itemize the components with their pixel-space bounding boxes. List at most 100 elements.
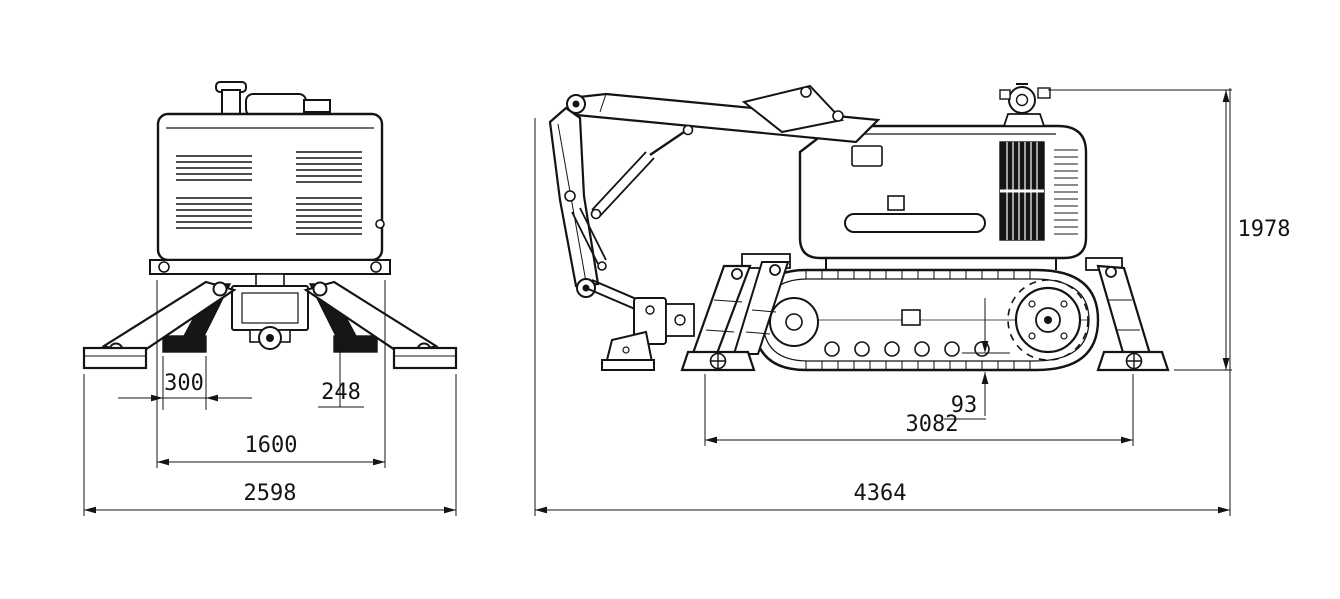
front-attachment	[585, 279, 695, 371]
track-hatch	[901, 309, 921, 326]
front-outrigger	[680, 253, 791, 372]
arrowhead	[1218, 506, 1230, 514]
leg-ribs	[745, 309, 777, 335]
dimension-label-overall-width: 2598	[244, 481, 297, 506]
hydraulic-cylinder-upper	[591, 151, 655, 217]
dimension-label-overall-height: 1978	[1238, 217, 1291, 242]
vent-grille-left-lower	[176, 197, 252, 229]
turret-hub-center	[266, 334, 274, 342]
leg-ribs	[705, 299, 743, 333]
boom-seam	[599, 93, 607, 113]
leg-ribs	[1108, 299, 1140, 331]
tool-pin-c	[622, 346, 630, 354]
link-pivot-a	[800, 86, 812, 98]
dimension-line-pad-height	[318, 340, 364, 408]
arrowhead	[1121, 436, 1133, 444]
exhaust-stack	[215, 81, 331, 119]
frame-risers	[825, 258, 1057, 270]
side-port	[375, 219, 385, 229]
tool-pin-b	[674, 314, 686, 326]
arrowhead	[1222, 90, 1230, 102]
hydraulic-cylinder-lower	[571, 207, 607, 265]
cylinder-rod	[649, 131, 685, 156]
body-handle	[844, 213, 986, 233]
arrowhead	[705, 436, 717, 444]
road-wheel	[824, 341, 840, 357]
beacon-center	[1015, 93, 1029, 107]
beacon-base	[1002, 113, 1046, 127]
front-outrigger-leg-rear	[732, 261, 790, 355]
cylinder-eye-c	[597, 261, 607, 271]
body-latch	[887, 195, 905, 211]
rear-outrigger	[1085, 257, 1170, 372]
dimension-label-pad-spacing: 300	[164, 371, 204, 396]
cylinder-eye-a	[682, 124, 694, 136]
arrowhead	[1222, 358, 1230, 370]
vent-grille-right-upper	[296, 151, 362, 183]
beacon-fitting-left	[999, 89, 1011, 100]
road-wheel	[884, 341, 900, 357]
road-wheel	[854, 341, 870, 357]
arm-seam	[557, 123, 587, 283]
body-side-vents	[1054, 149, 1078, 235]
engine-housing	[156, 112, 384, 262]
arrowhead	[373, 458, 385, 466]
arrowhead	[981, 372, 989, 384]
outrigger-foot-left	[82, 346, 148, 370]
extension-lines	[534, 88, 1232, 516]
sprocket-bolt	[1028, 300, 1036, 308]
dimension-label-ground-clearance: 93	[951, 393, 978, 418]
arrowhead	[157, 458, 169, 466]
sprocket-bolt	[1060, 332, 1068, 340]
vent-grille-left-upper	[176, 155, 252, 181]
sprocket-bolt	[1060, 300, 1068, 308]
turret-mount	[255, 273, 285, 287]
idler-wheel	[769, 297, 819, 347]
inner-pad-right	[333, 335, 378, 353]
side-view	[548, 83, 1170, 372]
front-view	[82, 81, 458, 370]
turret-box-inner	[241, 292, 299, 324]
arrowhead	[535, 506, 547, 514]
base-plate	[149, 259, 391, 275]
screw-cross	[1126, 353, 1142, 369]
front-view-dimensions: 300 248 1600 2598	[83, 280, 457, 516]
screw-cross	[710, 353, 726, 369]
machine-body	[798, 124, 1088, 260]
cylinder-eye-b	[590, 208, 602, 220]
boom-arm-assembly	[548, 84, 881, 298]
idler-hub	[785, 313, 803, 331]
road-wheel	[914, 341, 930, 357]
track-cleats-top	[805, 270, 1031, 279]
extension-lines	[83, 280, 457, 516]
side-view-dimensions: 1978 93 3082 4364	[534, 88, 1291, 516]
rear-outrigger-leg	[1096, 264, 1152, 358]
drive-sprocket-teeth	[1007, 279, 1089, 361]
tool-ground-pad	[601, 359, 655, 371]
boom-pivot-pin	[572, 100, 580, 108]
arm-mid-pivot	[564, 190, 576, 202]
drive-sprocket-hub	[1035, 307, 1061, 333]
leg-pivot-left-top	[212, 281, 228, 297]
dimension-label-base-width: 1600	[245, 433, 298, 458]
track-assembly	[752, 258, 1100, 372]
arrowhead	[444, 506, 456, 514]
tool-pin-a	[645, 305, 655, 315]
dimension-label-support-span: 3082	[906, 412, 959, 437]
vent-grille-right-lower	[296, 197, 362, 235]
track-cleats-bottom	[805, 361, 1031, 370]
dimension-label-pad-height: 248	[321, 380, 361, 405]
arrowhead	[206, 394, 218, 402]
front-leg-pivot	[731, 268, 743, 280]
front-leg-pivot-rear	[769, 264, 781, 276]
arrowhead	[336, 338, 344, 350]
body-access-panel	[851, 145, 883, 167]
dimension-label-overall-length: 4364	[854, 481, 907, 506]
drive-sprocket-center	[1044, 316, 1052, 324]
beacon-ring	[1008, 86, 1036, 114]
base-pivot-right	[370, 261, 382, 273]
road-wheel	[944, 341, 960, 357]
sprocket-bolt	[1028, 332, 1036, 340]
